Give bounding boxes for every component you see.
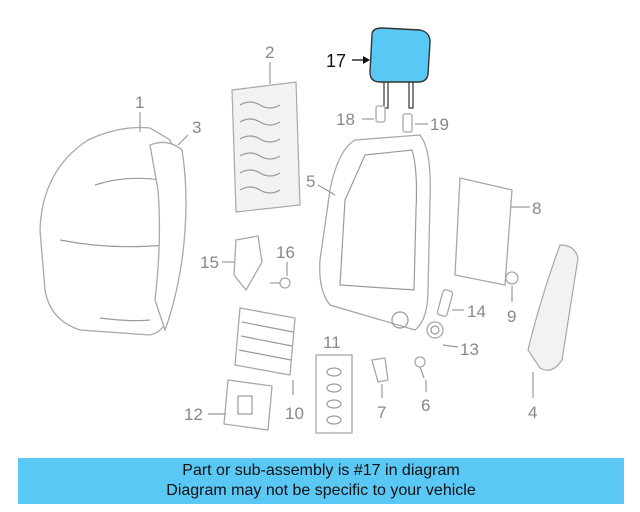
lumbar-support-part-10: [234, 307, 296, 376]
bracket-part-7: [371, 357, 389, 383]
callout-1: 1: [135, 93, 144, 112]
callout-11: 11: [323, 333, 341, 352]
bolt-part-16: [270, 277, 291, 289]
seat-back-frame-part-5: [319, 134, 431, 331]
side-trim-part-4: [527, 244, 579, 371]
lumbar-mechanism-part-12: [223, 379, 273, 431]
seat-back-cover-part-1: [39, 126, 178, 336]
callout-3: 3: [192, 118, 201, 137]
headrest-guide-part-18: [375, 105, 386, 123]
callout-13: 13: [460, 340, 479, 359]
clip-part-9: [505, 271, 519, 285]
callout-8: 8: [532, 199, 541, 218]
headrest-part-17[interactable]: [369, 27, 431, 109]
fastener-kit-part-11: [315, 354, 353, 434]
banner-line-2: Diagram may not be specific to your vehi…: [166, 482, 476, 499]
bracket-part-15: [233, 235, 263, 292]
callout-5: 5: [306, 172, 315, 191]
callout-7: 7: [377, 403, 386, 422]
callout-9: 9: [507, 307, 516, 326]
banner-line-1: Part or sub-assembly is #17 in diagram: [182, 462, 460, 479]
info-banner: Part or sub-assembly is #17 in diagram D…: [18, 458, 624, 504]
callout-16: 16: [276, 243, 295, 262]
handle-part-14: [436, 289, 454, 317]
callout-6: 6: [421, 396, 430, 415]
heater-pad-part-2: [231, 81, 301, 213]
callout-18: 18: [336, 110, 355, 129]
parts-diagram: 17 1 3 2 5 18 19: [39, 27, 579, 434]
callout-19: 19: [430, 115, 449, 134]
pin-part-6: [414, 356, 426, 379]
knob-part-13: [426, 321, 444, 339]
headrest-guide-part-19: [402, 113, 413, 133]
callout-17: 17: [326, 51, 346, 71]
callout-2: 2: [265, 43, 274, 62]
callout-14: 14: [467, 302, 486, 321]
callout-10: 10: [285, 404, 304, 423]
side-panel-part-3: [149, 141, 187, 332]
callout-15: 15: [200, 253, 219, 272]
callout-4: 4: [528, 403, 537, 422]
callout-12: 12: [184, 405, 203, 424]
back-panel-part-8: [454, 177, 513, 286]
